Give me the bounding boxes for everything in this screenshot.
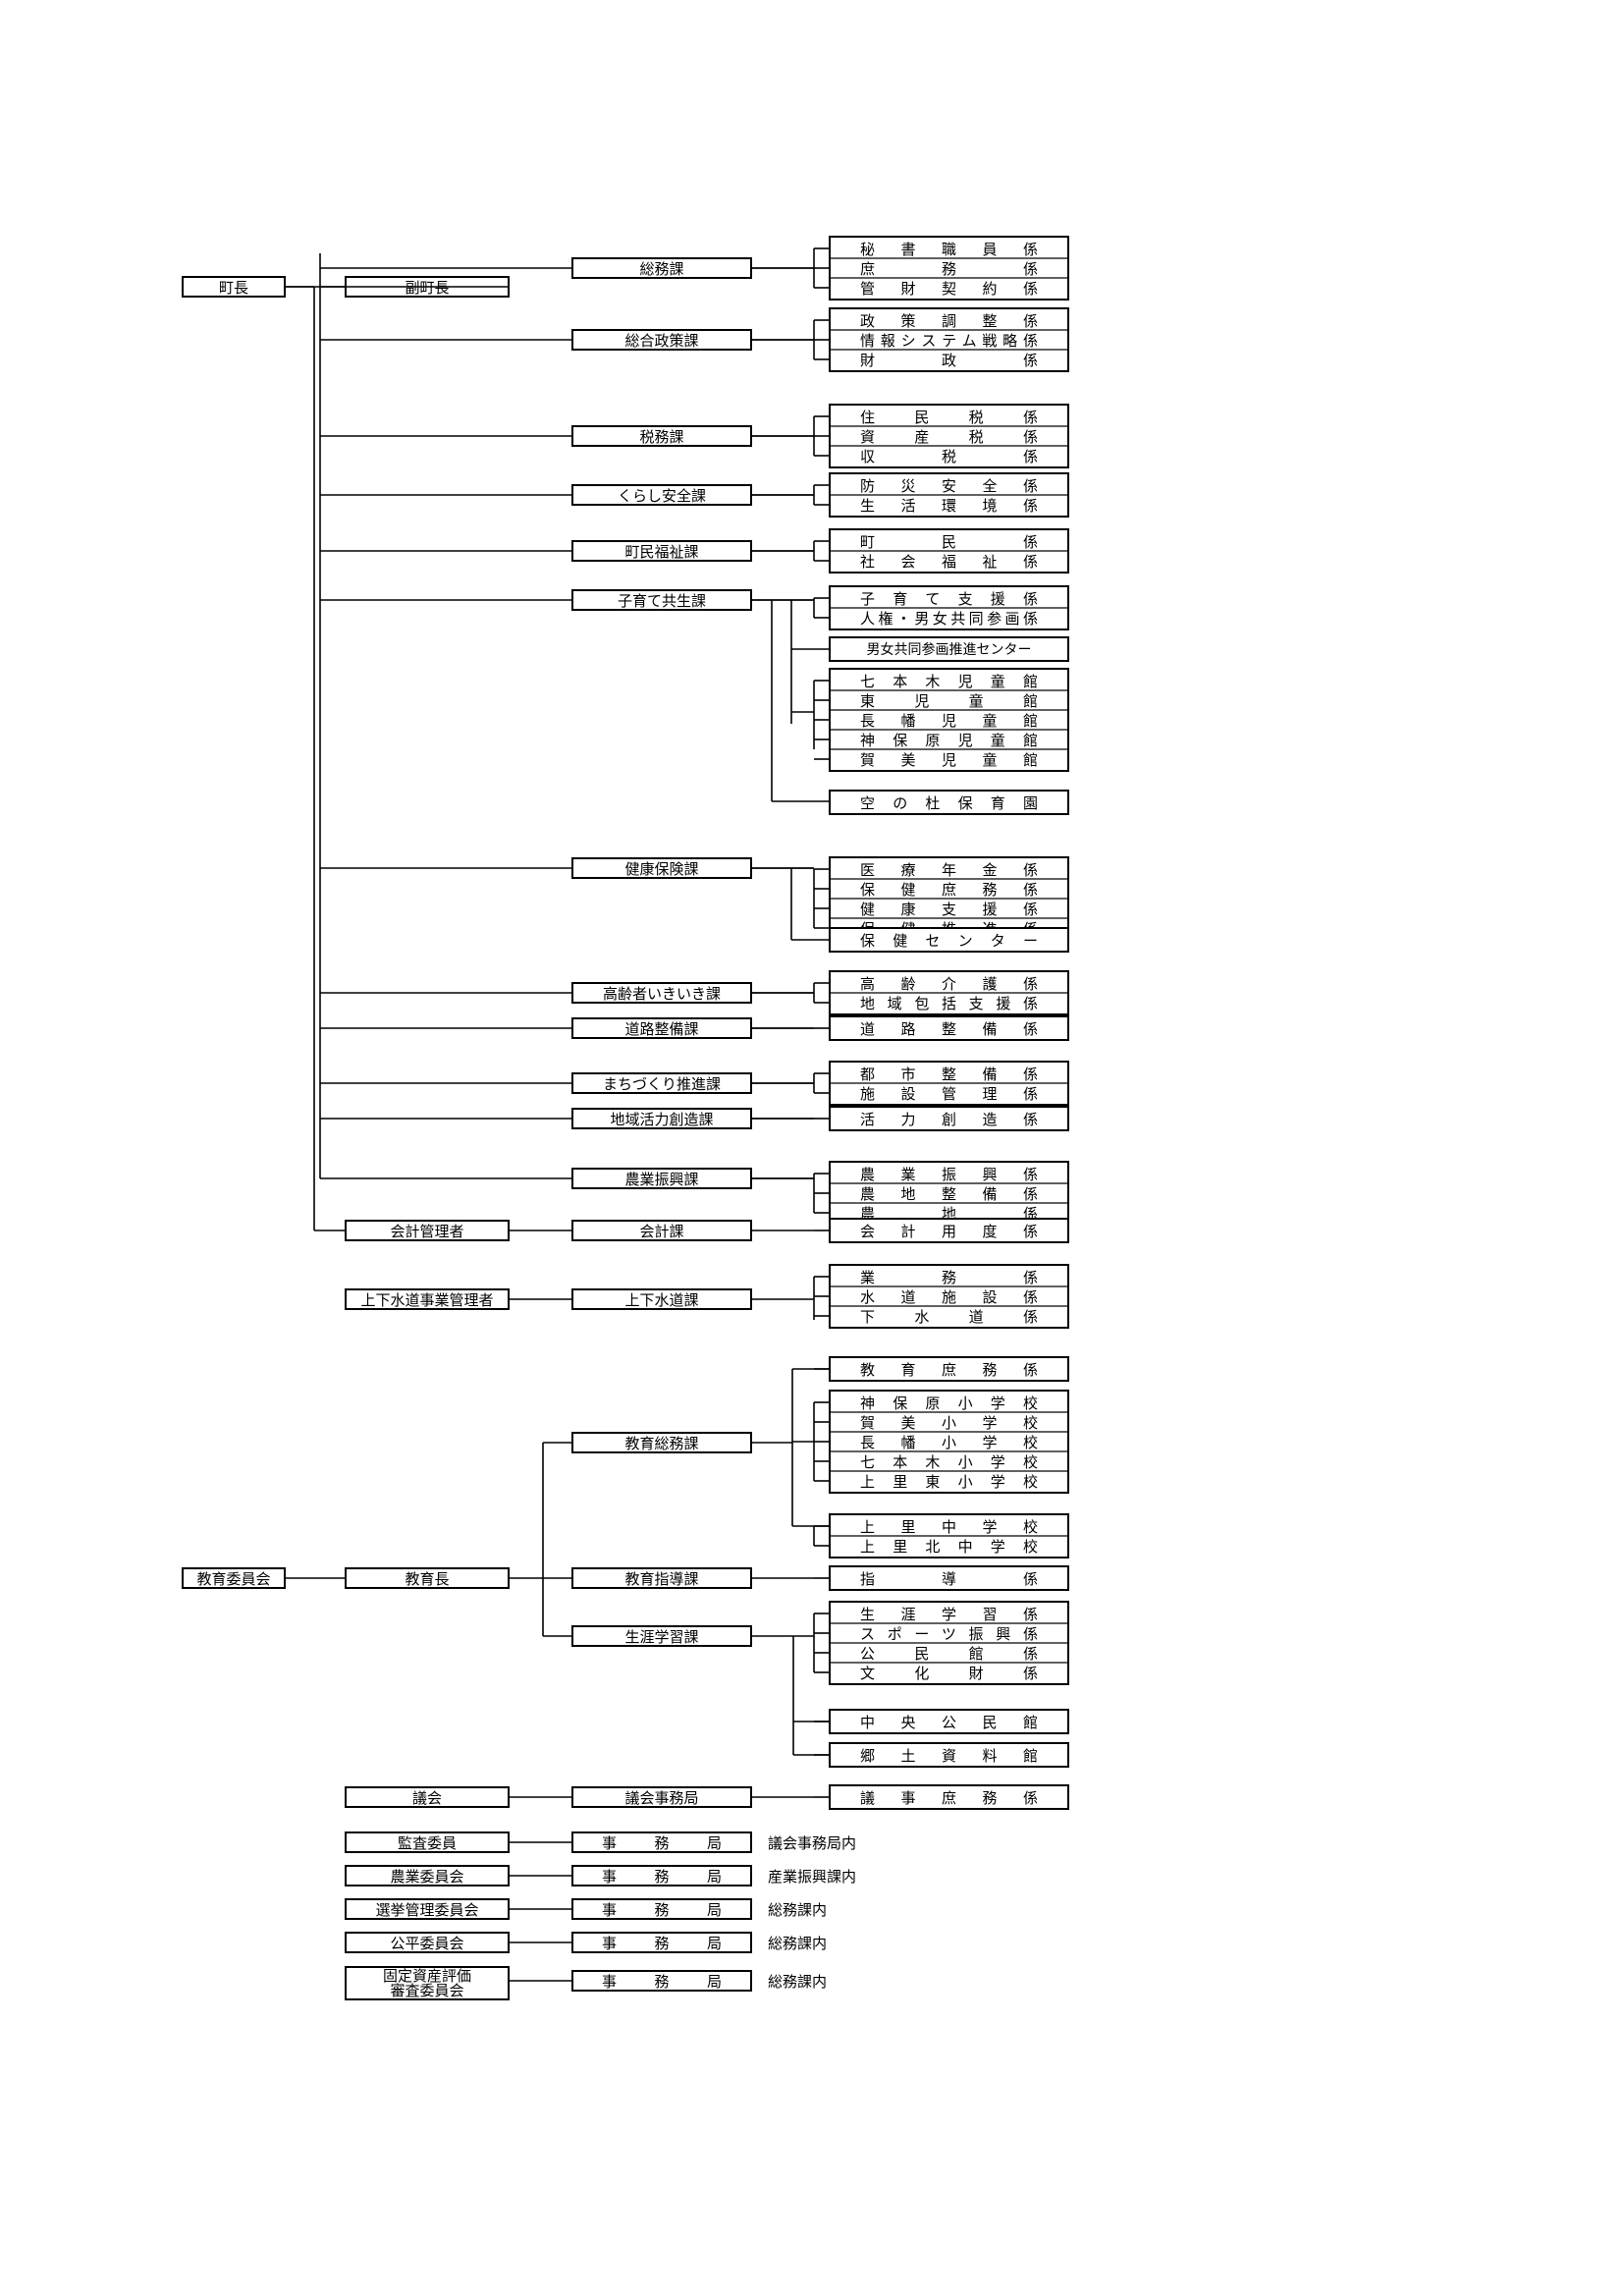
section-label: 防災安全係 <box>860 477 1038 495</box>
section-label: 高齢介護係 <box>860 975 1038 993</box>
section-label: 生活環境係 <box>860 497 1038 515</box>
department-box-label: 上下水道課 <box>624 1291 698 1309</box>
section-label: 農業振興係 <box>860 1166 1038 1183</box>
committee-label: 公平委員会 <box>390 1935 463 1952</box>
department-box-label: 総務課 <box>639 260 683 278</box>
committee-label: 選挙管理委員会 <box>375 1901 478 1919</box>
department-box-label: 高齢者いきいき課 <box>603 985 721 1003</box>
school-label: 長幡小学校 <box>860 1434 1038 1451</box>
committee-label: 固定資産評価 <box>383 1967 471 1985</box>
committee-label: 審査委員会 <box>390 1982 463 1999</box>
mayor-box-label: 町長 <box>219 279 248 297</box>
section-label: 保健庶務係 <box>860 881 1038 899</box>
section-label: 会計用度係 <box>860 1223 1038 1240</box>
section-label: 管財契約係 <box>860 280 1038 298</box>
facility-box <box>829 927 1069 953</box>
department-box-label: 地域活力創造課 <box>610 1111 713 1128</box>
department-box-label: 町民福祉課 <box>624 543 698 561</box>
committee-label: 監査委員 <box>398 1834 457 1852</box>
section-label: 教育庶務係 <box>860 1361 1038 1379</box>
vice-mayor-box-label: 副町長 <box>405 279 449 297</box>
section-label: 健康支援係 <box>860 901 1038 918</box>
department-box-label: 税務課 <box>639 428 683 446</box>
section-label: 議事庶務係 <box>860 1789 1038 1807</box>
committee-note: 議会事務局内 <box>768 1834 856 1852</box>
section-group <box>829 1106 1069 1131</box>
school-label: 賀美小学校 <box>860 1414 1038 1432</box>
section-label: 社会福祉係 <box>860 553 1038 571</box>
department-box-label: まちづくり推進課 <box>603 1075 721 1093</box>
department-box-label: 農業振興課 <box>624 1171 698 1188</box>
section-label: 道路整備係 <box>860 1020 1038 1038</box>
assembly-box-label: 議会 <box>412 1789 442 1807</box>
section-label: 活力創造係 <box>860 1111 1038 1128</box>
section-label: 水道施設係 <box>860 1288 1038 1306</box>
department-box-label: 子育て共生課 <box>618 592 706 610</box>
department-box-label: 道路整備課 <box>624 1020 698 1038</box>
section-label: 生涯学習係 <box>860 1606 1038 1623</box>
department-box-label: 総合政策課 <box>624 332 698 350</box>
section-label: 情報システム戦略係 <box>860 332 1038 350</box>
school-group <box>829 1390 1069 1494</box>
facility-label: 長幡児童館 <box>860 712 1038 730</box>
facility-label: 中央公民館 <box>860 1714 1038 1731</box>
accountant-box-label: 会計管理者 <box>390 1223 463 1240</box>
department-box-label: 会計課 <box>639 1223 683 1240</box>
facility-label: 郷土資料館 <box>860 1747 1038 1765</box>
committee-label: 農業委員会 <box>390 1868 463 1886</box>
section-group <box>829 236 1069 301</box>
facility-group <box>829 668 1069 772</box>
facility-box <box>829 790 1069 815</box>
department-box-label: くらし安全課 <box>618 487 706 505</box>
committee-note: 産業振興課内 <box>768 1868 856 1886</box>
department-box-label: 生涯学習課 <box>624 1628 698 1646</box>
section-label: 農地整備係 <box>860 1185 1038 1203</box>
section-label: 秘書職員係 <box>860 241 1038 258</box>
committee-note: 総務課内 <box>768 1973 827 1991</box>
water-manager-box-label: 上下水道事業管理者 <box>360 1291 493 1309</box>
department-box-label: 議会事務局 <box>624 1789 698 1807</box>
section-group <box>829 1784 1069 1810</box>
section-label: 施設管理係 <box>860 1085 1038 1103</box>
department-box-label: 教育総務課 <box>624 1435 698 1452</box>
committee-note: 総務課内 <box>768 1901 827 1919</box>
department-box-label: 健康保険課 <box>624 860 698 878</box>
superintendent-box-label: 教育長 <box>405 1570 449 1588</box>
section-label: 都市整備係 <box>860 1066 1038 1083</box>
facility-label: 男女共同参画推進センター <box>867 641 1032 658</box>
school-label: 上里中学校 <box>860 1518 1038 1536</box>
section-label: 医療年金係 <box>860 861 1038 879</box>
committee-box <box>345 1966 510 2000</box>
section-group <box>829 1264 1069 1329</box>
facility-box <box>829 636 1069 662</box>
facility-group <box>829 1709 1069 1734</box>
section-group <box>829 1565 1069 1591</box>
department-box-label: 教育指導課 <box>624 1570 698 1588</box>
facility-label: 賀美児童館 <box>860 751 1038 769</box>
board-of-education-box-label: 教育委員会 <box>196 1570 270 1588</box>
committee-note: 総務課内 <box>768 1935 827 1952</box>
section-label: 政策調整係 <box>860 312 1038 330</box>
